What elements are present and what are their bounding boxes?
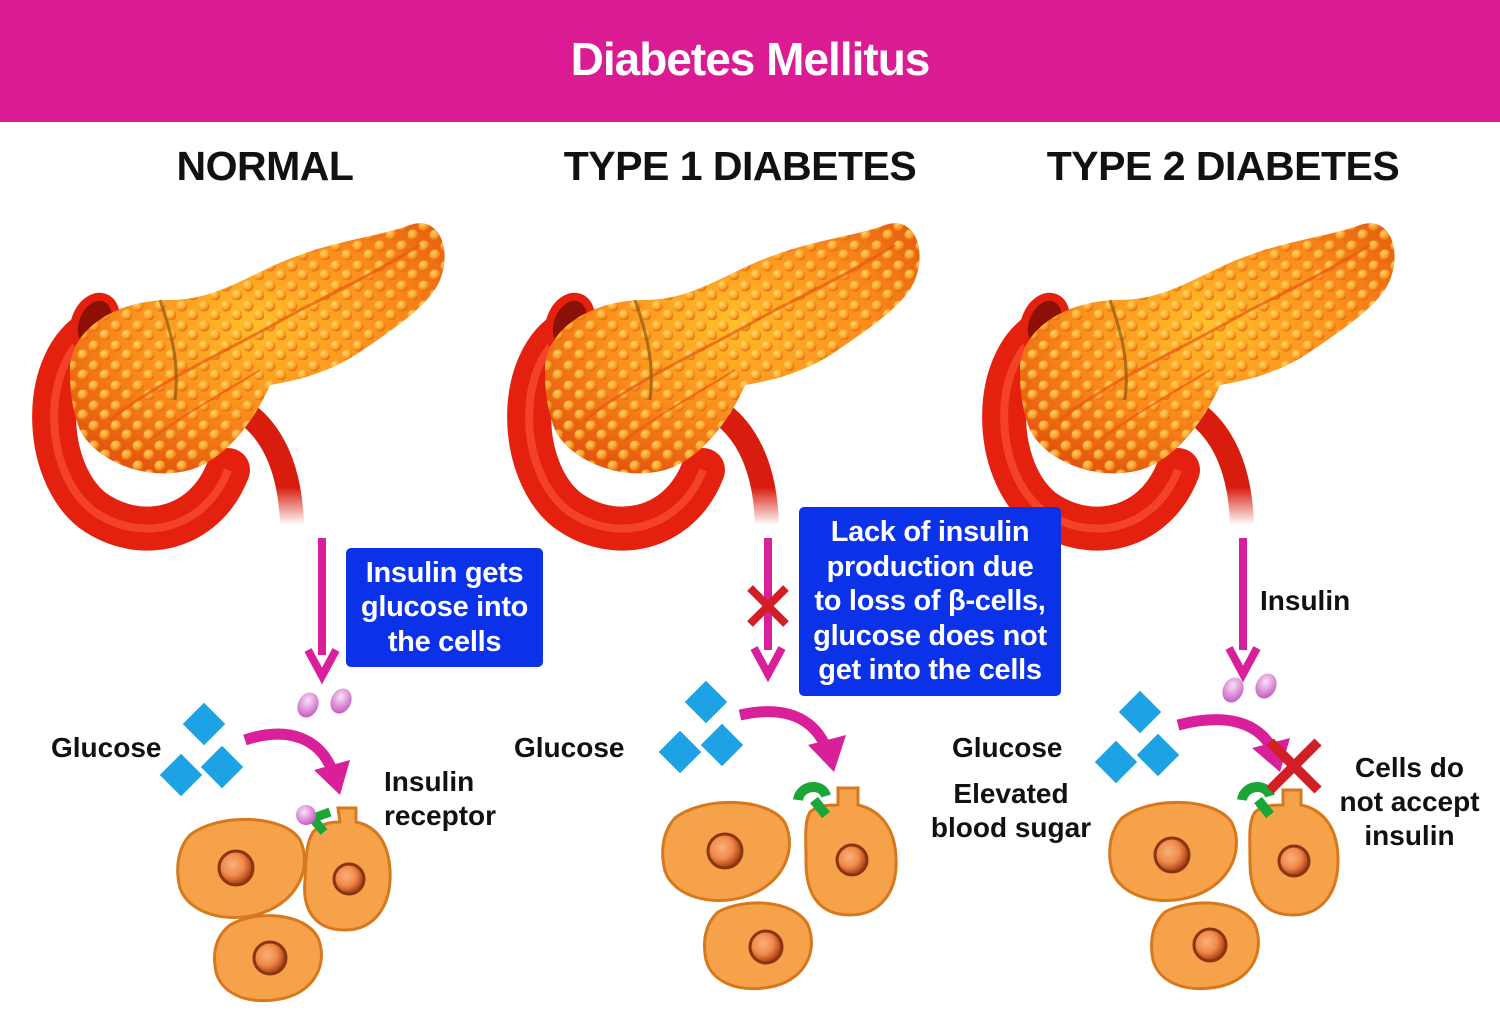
cross-icon-type1 [747, 585, 789, 627]
column-title-type1: TYPE 1 DIABETES [563, 143, 917, 189]
sugar-label-type2: Elevated blood sugar [930, 778, 1092, 843]
insulin-arrow-type2 [1225, 538, 1261, 683]
insulin-arrow-normal [304, 538, 340, 685]
callout-normal: Insulin gets glucose into the cells [346, 548, 543, 667]
glucose-label-type2: Glucose [952, 732, 1063, 763]
glucose-cubes-normal [159, 702, 244, 797]
transport-arrow-normal [243, 728, 350, 795]
glucose-label-type1: Glucose [514, 732, 625, 763]
column-title-type2: TYPE 2 DIABETES [1046, 143, 1400, 189]
insulin-arrow-type1 [750, 538, 786, 683]
glucose-label-normal: Glucose [51, 732, 162, 763]
receptor-label-normal: Insulin receptor [384, 766, 497, 831]
cross-icon-type2 [1266, 738, 1322, 794]
cell-cluster-type2 [1108, 782, 1340, 991]
column-title-normal: NORMAL [176, 143, 354, 189]
cell-cluster-type1 [661, 782, 898, 991]
pancreas-normal [54, 223, 444, 528]
glucose-cubes-type2 [1094, 690, 1180, 784]
insulin-label-type2: Insulin [1260, 585, 1351, 616]
pancreas-type2 [1004, 223, 1394, 528]
callout-normal-text: Insulin gets glucose into the cells [360, 556, 529, 658]
transport-arrow-type1 [738, 706, 846, 772]
glucose-cubes-type1 [658, 680, 744, 774]
title-banner: Diabetes Mellitus [0, 0, 1500, 122]
page-title: Diabetes Mellitus [570, 33, 931, 85]
rejection-label-type2: Cells do not accept insulin [1339, 752, 1480, 851]
insulin-molecules-type2 [1218, 669, 1281, 707]
pancreas-type1 [529, 223, 919, 528]
cell-cluster-normal [176, 805, 392, 1003]
insulin-molecules-normal [293, 684, 356, 722]
callout-type1-text: Lack of insulin production due to loss o… [813, 516, 1047, 687]
callout-type1: Lack of insulin production due to loss o… [799, 507, 1061, 696]
